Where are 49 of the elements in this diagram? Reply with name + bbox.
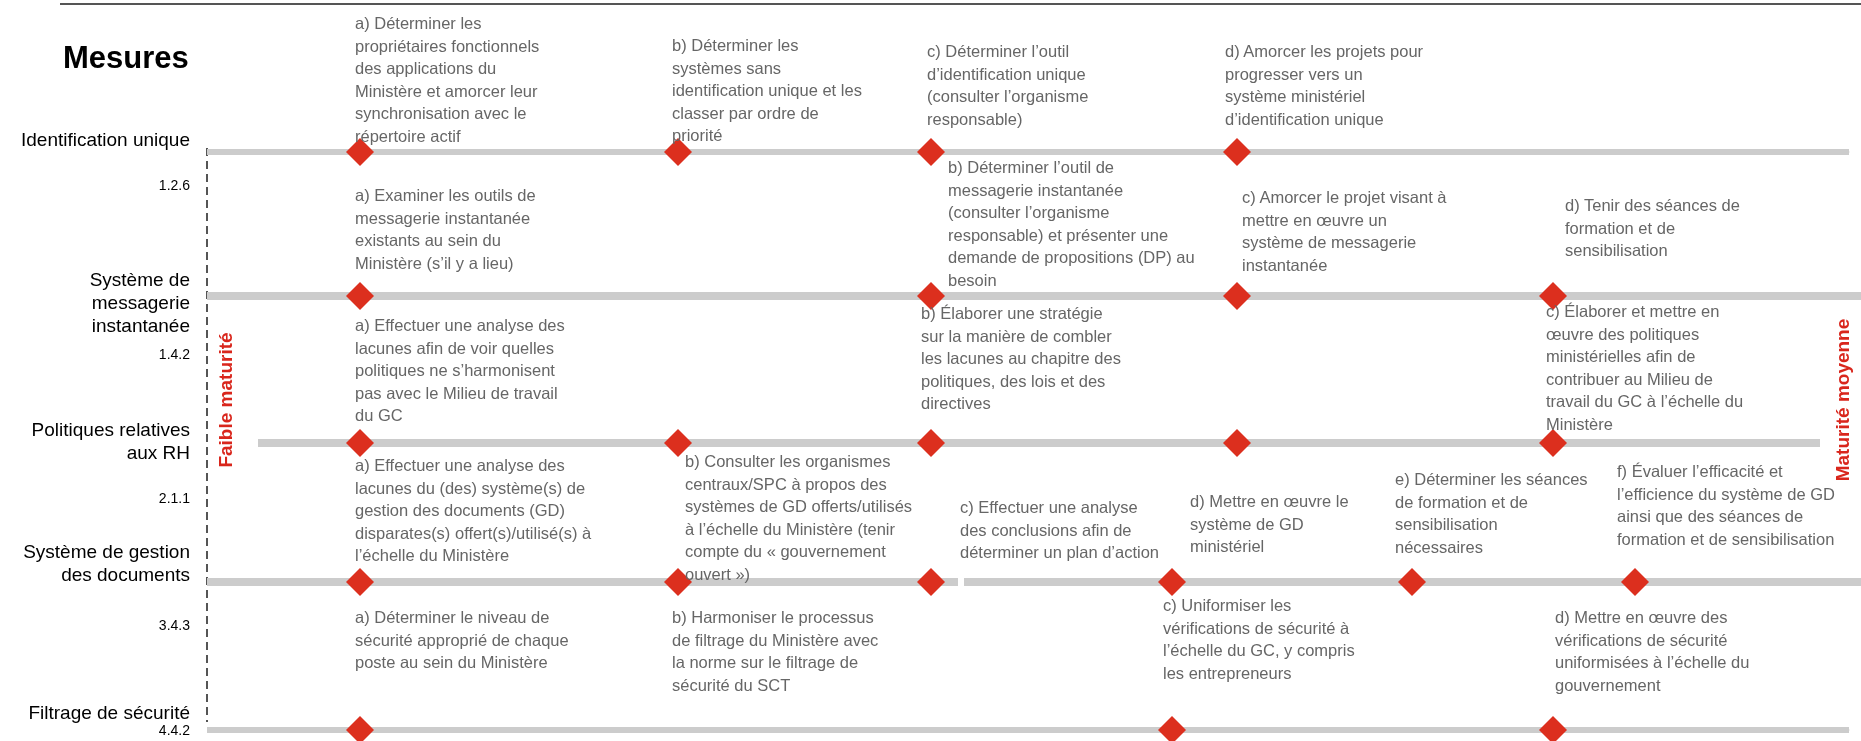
title: Mesures bbox=[63, 40, 189, 76]
lane-label: Système de messagerie instantanée bbox=[88, 268, 190, 337]
milestone-diamond bbox=[1158, 716, 1186, 741]
milestone-description: a) Examiner les outils de messagerie instantanée existants au sein du Ministère (s’il y a lieu) bbox=[355, 185, 537, 274]
lane-label: Politiques relatives aux RH bbox=[30, 418, 190, 464]
milestone-description: a) Déterminer les propriétaires fonctionnels des applications du Ministère et amorcer leur synchronisation avec le répertoire actif bbox=[355, 13, 541, 147]
milestone-description: c) Amorcer le projet visant à mettre en œuvre un système de messagerie instantanée bbox=[1242, 187, 1447, 276]
milestone-diamond bbox=[1621, 568, 1649, 596]
milestone-description: b) Consulter les organismes centraux/SPC à propos des systèmes de GD offerts/utilisés à l’échelle du Ministère (tenir compte du « gouvernement ouvert ») bbox=[685, 451, 914, 585]
milestone-description: b) Harmoniser le processus de filtrage du Ministère avec la norme sur le filtrage de sécurité du SCT bbox=[672, 607, 880, 696]
milestone-description: b) Déterminer les systèmes sans identification unique et les classer par ordre de priorité bbox=[672, 35, 863, 146]
milestone-description: c) Déterminer l’outil d’identification unique (consulter l’organisme responsable) bbox=[927, 41, 1090, 130]
lane-label: Système de gestion des documents bbox=[22, 540, 190, 586]
milestone-diamond bbox=[917, 429, 945, 457]
milestone-description: c) Effectuer une analyse des conclusions afin de déterminer un plan d’action bbox=[960, 497, 1161, 563]
milestone-description: a) Déterminer le niveau de sécurité approprié de chaque poste au sein du Ministère bbox=[355, 607, 570, 673]
milestone-diamond bbox=[1223, 282, 1251, 310]
milestone-description: b) Déterminer l’outil de messagerie instantanée (consulter l’organisme responsable) et présenter une demande de propositions (DP) au besoin bbox=[948, 157, 1196, 291]
milestone-diamond bbox=[1223, 138, 1251, 166]
milestone-description: d) Mettre en œuvre le système de GD ministériel bbox=[1190, 491, 1350, 557]
milestone-diamond bbox=[1539, 716, 1567, 741]
milestone-diamond bbox=[346, 568, 374, 596]
measure-number: 3.4.3 bbox=[157, 617, 190, 633]
milestone-description: b) Élaborer une stratégie sur la manière de combler les lacunes au chapitre des politiques, des lois et des directives bbox=[921, 303, 1122, 414]
milestone-diamond bbox=[1223, 429, 1251, 457]
lane-label: Identification unique bbox=[20, 128, 190, 151]
milestone-description: a) Effectuer une analyse des lacunes du (des) système(s) de gestion des documents (GD) disparates(s) offert(s)/utilisé(s) à l’échelle du Ministère bbox=[355, 455, 593, 566]
milestone-diamond bbox=[1158, 568, 1186, 596]
milestone-diamond bbox=[346, 282, 374, 310]
measure-number: 2.1.1 bbox=[157, 490, 190, 506]
measure-number: 4.4.2 bbox=[157, 722, 190, 738]
milestone-diamond bbox=[1539, 429, 1567, 457]
milestone-diamond bbox=[664, 429, 692, 457]
milestone-description: d) Amorcer les projets pour progresser vers un système ministériel d’identification unique bbox=[1225, 41, 1425, 130]
measure-number: 1.4.2 bbox=[157, 346, 190, 362]
milestone-description: c) Élaborer et mettre en œuvre des politiques ministérielles afin de contribuer au Milieu de travail du GC à l’échelle du Ministère bbox=[1546, 301, 1745, 435]
milestone-diamond bbox=[917, 138, 945, 166]
milestone-diamond bbox=[346, 429, 374, 457]
lane-label: Filtrage de sécurité bbox=[27, 701, 190, 724]
milestone-diamond bbox=[917, 568, 945, 596]
milestone-description: e) Déterminer les séances de formation et de sensibilisation nécessaires bbox=[1395, 469, 1589, 558]
milestone-description: d) Tenir des séances de formation et de sensibilisation bbox=[1565, 195, 1741, 261]
milestone-diamond bbox=[346, 716, 374, 741]
milestone-description: a) Effectuer une analyse des lacunes afin de voir quelles politiques ne s’harmonisent pas avec le Milieu de travail du GC bbox=[355, 315, 566, 426]
maturity-label: Faible maturité bbox=[214, 332, 237, 468]
milestone-diamond bbox=[1398, 568, 1426, 596]
measure-number: 1.2.6 bbox=[157, 177, 190, 193]
milestone-description: d) Mettre en œuvre des vérifications de sécurité uniformisées à l’échelle du gouvernement bbox=[1555, 607, 1751, 696]
milestone-description: c) Uniformiser les vérifications de sécurité à l’échelle du GC, y compris les entrepreneurs bbox=[1163, 595, 1356, 684]
